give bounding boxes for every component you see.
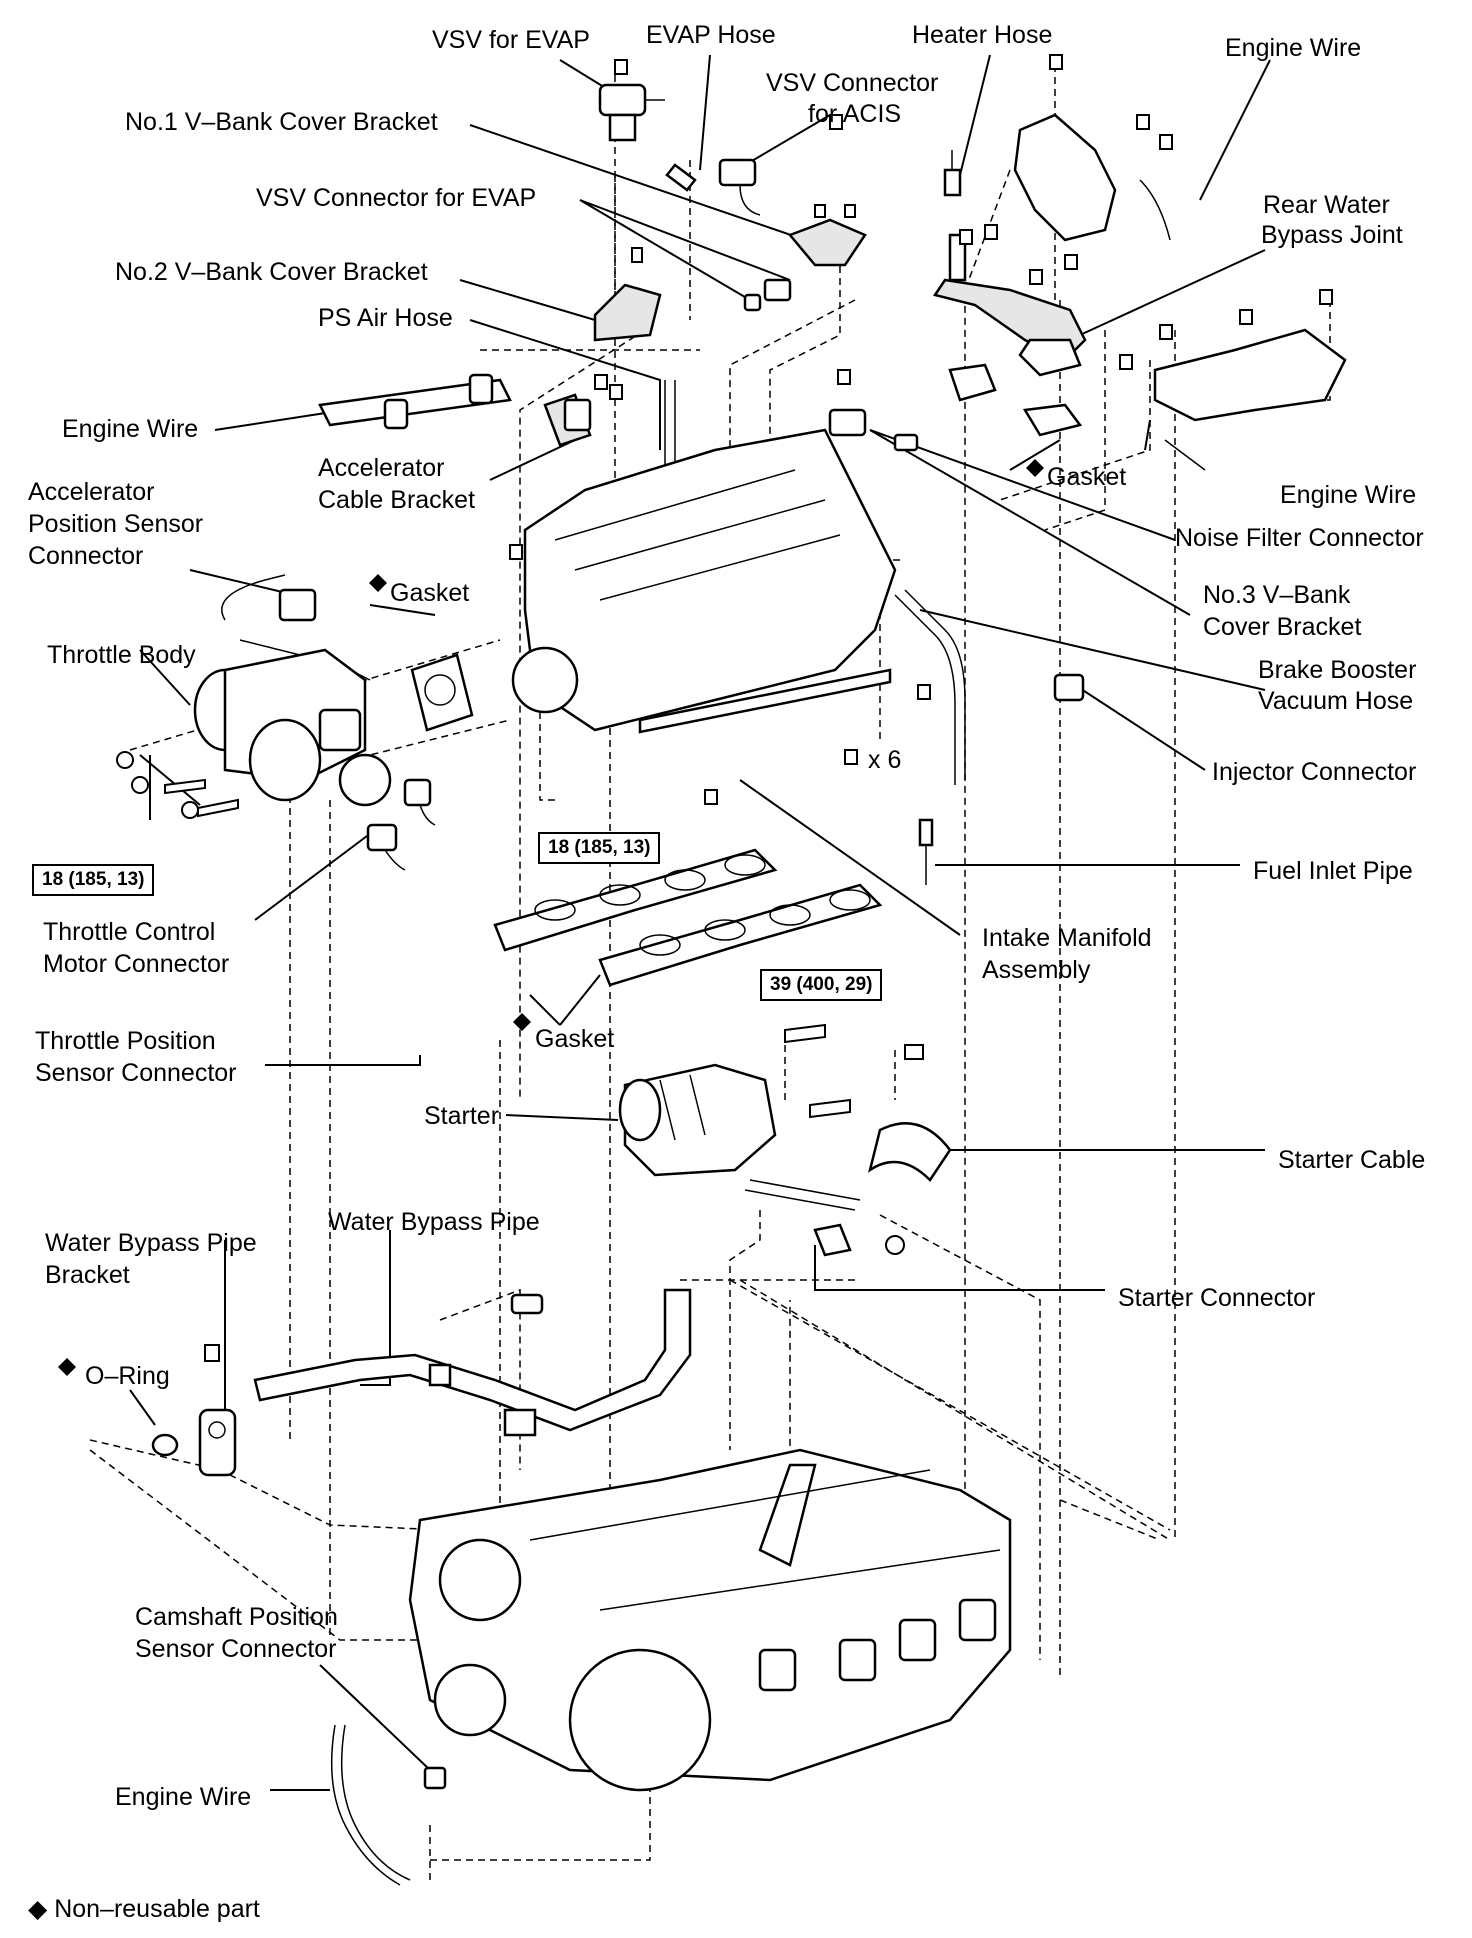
legend: ◆ Non–reusable part: [28, 1894, 260, 1925]
label-engine-wire-left: Engine Wire: [62, 415, 199, 443]
engine-wire-right-part: [1153, 328, 1347, 471]
label-gasket-upper-right: Gasket: [1047, 463, 1127, 491]
water-bypass-bracket-part: [198, 1344, 237, 1477]
torque-box-manifold: 18 (185, 13): [538, 832, 661, 864]
label-camshaft-sensor-line1: Camshaft Position: [135, 1603, 338, 1631]
legend-symbol: ◆: [28, 1895, 48, 1923]
label-starter-connector: Starter Connector: [1118, 1284, 1316, 1312]
label-vsv-connector-evap: VSV Connector for EVAP: [256, 184, 537, 212]
label-no1-v-bank-cover-bracket: No.1 V–Bank Cover Bracket: [125, 108, 438, 136]
label-intake-manifold-line1: Intake Manifold: [982, 924, 1152, 952]
torque-box-starter: 39 (400, 29): [760, 969, 883, 1001]
label-engine-wire-bottom: Engine Wire: [115, 1783, 252, 1811]
intake-manifold-part: [511, 428, 897, 734]
legend-text: Non–reusable part: [54, 1895, 260, 1923]
label-noise-filter-connector: Noise Filter Connector: [1175, 524, 1424, 552]
label-throttle-motor-line1: Throttle Control: [43, 918, 216, 946]
no1-bracket-part: [787, 204, 867, 267]
label-gasket-manifold: Gasket: [535, 1025, 615, 1053]
engine-wire-bottom-part: [330, 1724, 411, 1886]
label-tps-connector-line2: Sensor Connector: [35, 1059, 237, 1087]
gasket-upper-right-part: [948, 363, 1083, 437]
o-ring-part: [151, 1433, 179, 1457]
water-bypass-pipe-part: [253, 1288, 692, 1437]
vsv-evap-part: [598, 59, 665, 142]
label-x6: x 6: [868, 746, 902, 774]
label-water-bypass-bracket-line2: Bracket: [45, 1261, 130, 1289]
injector-connector-part: [1053, 673, 1085, 702]
label-brake-booster-line2: Vacuum Hose: [1258, 687, 1414, 715]
label-water-bypass-bracket-line1: Water Bypass Pipe: [45, 1229, 257, 1257]
label-no2-v-bank-cover-bracket: No.2 V–Bank Cover Bracket: [115, 258, 428, 286]
label-throttle-motor-line2: Motor Connector: [43, 950, 230, 978]
starter-part: [618, 1063, 777, 1177]
engine-wire-top-part: [1013, 113, 1171, 242]
no2-bracket-part: [593, 247, 662, 342]
label-accelerator-cable-line1: Accelerator: [318, 454, 445, 482]
throttle-body-part: [193, 648, 392, 807]
label-camshaft-sensor-line2: Sensor Connector: [135, 1635, 337, 1663]
non-reusable-markers: [58, 459, 1044, 1376]
label-vsv-for-evap: VSV for EVAP: [432, 26, 590, 54]
torque-box-throttle: 18 (185, 13): [32, 864, 155, 896]
label-intake-manifold-line2: Assembly: [982, 956, 1091, 984]
throttle-bolts-part: [116, 751, 239, 819]
manifold-gasket-part: [493, 848, 883, 987]
cam-sensor-connector-part: [423, 1766, 447, 1790]
engine-wire-left-part: [318, 373, 512, 430]
label-no3-bracket-line1: No.3 V–Bank: [1203, 581, 1351, 609]
label-aps-connector-line3: Connector: [28, 542, 144, 570]
engine-block-part: [408, 1448, 1012, 1792]
label-starter: Starter: [424, 1102, 500, 1130]
label-aps-connector-line1: Accelerator: [28, 478, 155, 506]
label-heater-hose: Heater Hose: [912, 21, 1053, 49]
starter-cable-part: [744, 1122, 952, 1211]
brake-booster-hose-part: [894, 589, 966, 785]
label-vsv-connector-acis-line1: VSV Connector: [766, 69, 939, 97]
vsv-evap-connector-part: [743, 278, 792, 312]
label-throttle-body: Throttle Body: [47, 641, 196, 669]
label-accelerator-cable-line2: Cable Bracket: [318, 486, 476, 514]
throttle-gasket-part: [410, 653, 474, 732]
label-brake-booster-line1: Brake Booster: [1258, 656, 1417, 684]
fuel-inlet-pipe-part: [918, 818, 934, 885]
vsv-acis-connector-part: [718, 158, 761, 216]
throttle-motor-connector-part: [366, 823, 406, 871]
label-aps-connector-line2: Position Sensor: [28, 510, 204, 538]
starter-connector-part: [813, 1223, 905, 1257]
label-engine-wire-top: Engine Wire: [1225, 34, 1362, 62]
accelerator-cable-bracket-part: [543, 393, 592, 447]
tps-connector-part: [403, 778, 436, 826]
rear-water-bypass-joint-part: [932, 233, 1087, 377]
starter-bolts-part: [784, 1023, 924, 1119]
label-ps-air-hose: PS Air Hose: [318, 304, 453, 332]
label-vsv-connector-acis-line2: for ACIS: [808, 100, 902, 128]
label-rear-water-line2: Bypass Joint: [1261, 221, 1403, 249]
label-fuel-inlet-pipe: Fuel Inlet Pipe: [1253, 857, 1413, 885]
heater-hose-part: [943, 150, 962, 197]
leader-lines: [129, 54, 1271, 1791]
label-rear-water-line1: Rear Water: [1263, 191, 1390, 219]
noise-filter-connector-part: [828, 408, 919, 452]
label-o-ring: O–Ring: [85, 1362, 170, 1390]
misc-bolts: [509, 54, 1333, 805]
label-injector-connector: Injector Connector: [1212, 758, 1417, 786]
label-starter-cable: Starter Cable: [1278, 1146, 1426, 1174]
label-engine-wire-right: Engine Wire: [1280, 481, 1417, 509]
label-evap-hose: EVAP Hose: [646, 21, 776, 49]
label-water-bypass-pipe: Water Bypass Pipe: [328, 1208, 540, 1236]
label-tps-connector-line1: Throttle Position: [35, 1027, 216, 1055]
label-gasket-throttle: Gasket: [390, 579, 470, 607]
label-no3-bracket-line2: Cover Bracket: [1203, 613, 1362, 641]
evap-hose-part: [665, 163, 697, 192]
